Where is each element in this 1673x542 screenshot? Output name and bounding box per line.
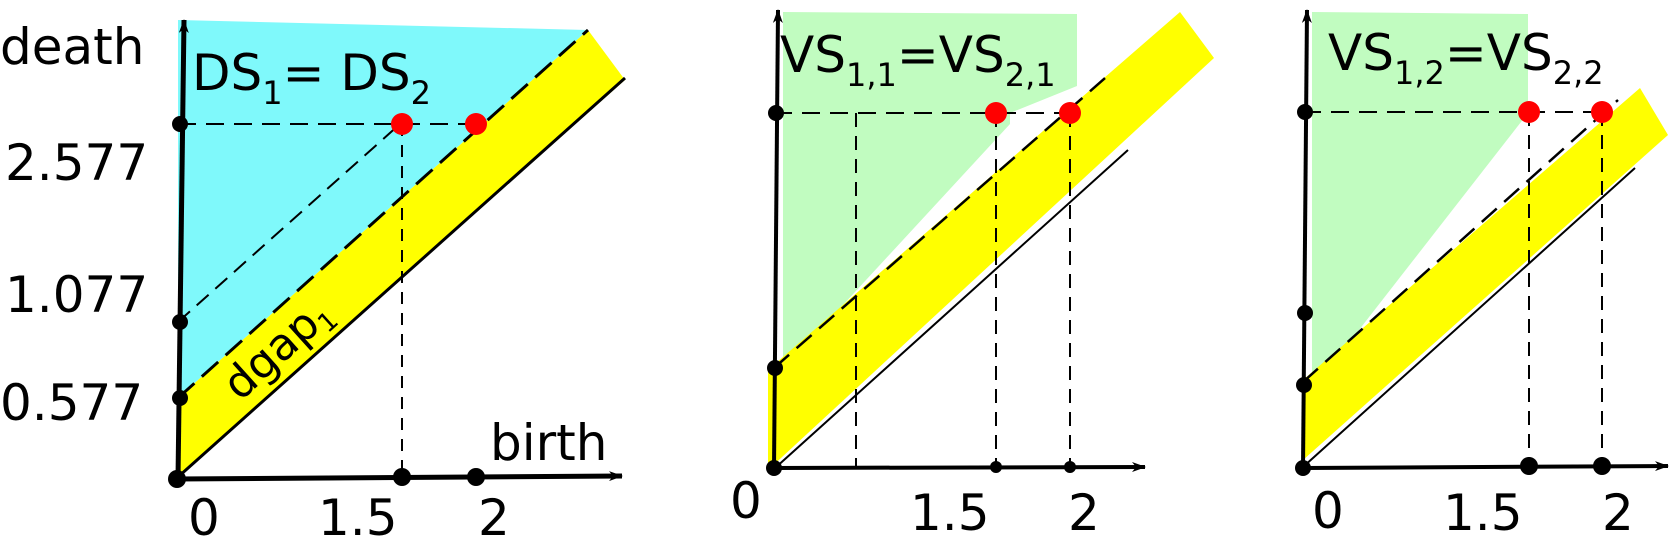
panel-title: VS1,2=VS2,2 — [1328, 24, 1604, 92]
panel-title: VS1,1=VS2,1 — [780, 26, 1056, 94]
axis-point — [1296, 377, 1312, 393]
dgap-band — [768, 12, 1214, 470]
origin-point — [766, 460, 782, 476]
diagonal-line — [1302, 167, 1636, 468]
x-tick-label: 0 — [188, 489, 220, 542]
diagonal-line — [773, 149, 1129, 470]
x-tick-label: 1.5 — [910, 484, 990, 542]
axis-point — [172, 390, 188, 406]
x-tick-label: 1.5 — [1443, 484, 1523, 542]
axis-point — [1593, 457, 1611, 475]
y-tick-label: 1.077 — [5, 266, 148, 324]
y-tick-label: 2.577 — [5, 134, 148, 192]
axis-point — [990, 461, 1002, 473]
vs-region — [1312, 12, 1528, 380]
origin-point — [168, 470, 186, 488]
x-tick-label: 0 — [730, 472, 762, 530]
x-axis — [1302, 461, 1669, 472]
axis-point — [767, 360, 783, 376]
gap-offset-line — [1302, 99, 1619, 383]
axis-point — [1297, 104, 1313, 120]
axis-point — [172, 314, 188, 330]
panel-2: 0 1.5 2 VS1,1=VS2,1 — [730, 9, 1214, 542]
dgap-band — [1303, 88, 1668, 460]
x-axis — [773, 462, 1146, 473]
origin-point — [1295, 460, 1311, 476]
axis-point — [393, 468, 411, 486]
red-point — [391, 113, 413, 135]
ds-region — [178, 20, 588, 398]
x-tick-label: 1.5 — [318, 489, 398, 542]
axis-point — [467, 468, 485, 486]
x-tick-label: 0 — [1312, 482, 1344, 540]
y-axis — [772, 9, 783, 469]
panel-3: 0 1.5 2 VS1,2=VS2,2 — [1295, 9, 1669, 542]
x-tick-label: 2 — [1602, 484, 1634, 542]
red-point — [1518, 101, 1540, 123]
x-axis-label: birth — [490, 414, 607, 472]
axis-point — [172, 116, 188, 132]
axis-point — [1297, 305, 1313, 321]
y-tick-label: 0.577 — [0, 374, 143, 432]
red-point — [465, 113, 487, 135]
gap-offset-line — [176, 28, 590, 400]
gap-offset-line — [773, 71, 1113, 369]
y-axis-label: death — [0, 18, 144, 76]
red-point — [985, 102, 1007, 124]
red-point — [1591, 101, 1613, 123]
axis-point — [1064, 461, 1076, 473]
axis-point — [768, 105, 784, 121]
axis-point — [1520, 457, 1538, 475]
x-tick-label: 2 — [1068, 484, 1100, 542]
red-point — [1059, 102, 1081, 124]
panel-title: DS1= DS2 — [192, 44, 431, 112]
panel-1: death birth 2.577 1.077 0.577 0 1.5 2 DS… — [0, 18, 626, 542]
x-tick-label: 2 — [478, 489, 510, 542]
